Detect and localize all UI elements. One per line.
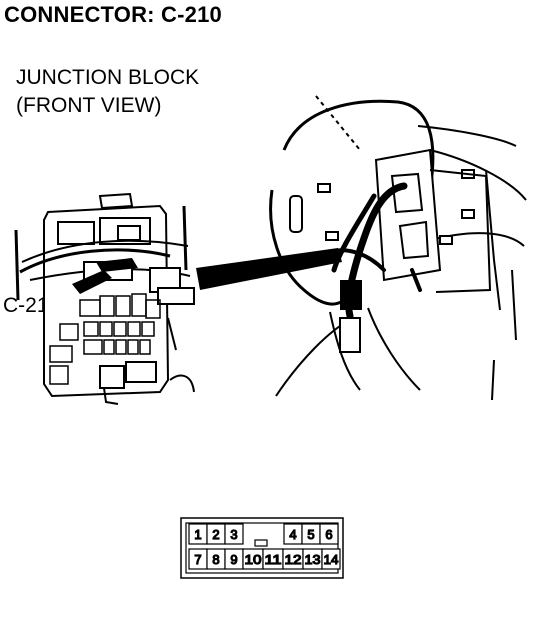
pin-label-5: 5 bbox=[307, 527, 314, 542]
caption-line-2: (FRONT VIEW) bbox=[16, 94, 162, 117]
pin-label-10: 10 bbox=[245, 552, 262, 567]
pin-label-12: 12 bbox=[285, 552, 302, 567]
pin-label-11: 11 bbox=[265, 552, 282, 567]
pin-cell-14 bbox=[321, 548, 341, 570]
pointer-arrow bbox=[196, 248, 342, 290]
pin-label-14: 14 bbox=[324, 552, 339, 567]
pin-label-4: 4 bbox=[289, 527, 296, 542]
pin-label-3: 3 bbox=[230, 527, 237, 542]
pin-label-2: 2 bbox=[212, 527, 219, 542]
pin-label-1: 1 bbox=[194, 527, 201, 542]
view-caption: JUNCTION BLOCK (FRONT VIEW) bbox=[16, 64, 199, 120]
junction-block-drawing bbox=[14, 192, 195, 405]
pin-label-8: 8 bbox=[212, 552, 219, 567]
caption-line-1: JUNCTION BLOCK bbox=[16, 66, 200, 89]
pin-label-6: 6 bbox=[325, 527, 332, 542]
dashboard-drawing bbox=[269, 95, 527, 401]
pin-label-9: 9 bbox=[230, 552, 237, 567]
c210-connector-marker bbox=[72, 270, 112, 294]
pin-cell-3 bbox=[224, 523, 244, 545]
connector-key bbox=[254, 539, 268, 547]
page-title: CONNECTOR: C-210 bbox=[4, 2, 222, 27]
pin-label-7: 7 bbox=[194, 552, 201, 567]
pin-cell-6 bbox=[319, 523, 339, 545]
pin-label-13: 13 bbox=[305, 552, 321, 567]
